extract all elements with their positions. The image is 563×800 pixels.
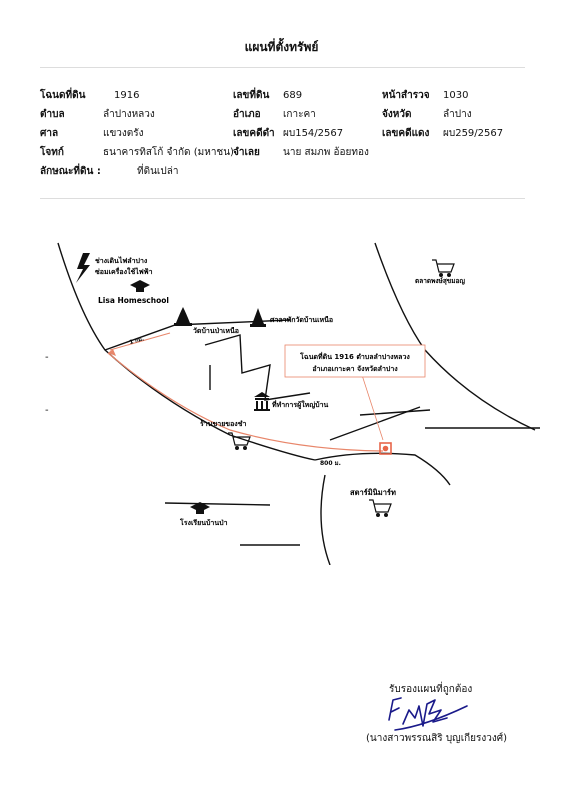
lightning-icon — [76, 253, 90, 283]
road-zigzag — [204, 334, 311, 401]
distance-800m: 800 ม. — [320, 460, 341, 467]
land-no-label: เลขที่ดิน — [233, 90, 270, 101]
school-label: โรงเรียนบ้านป่า — [179, 518, 228, 527]
electrician-line2: ซ่อมเครื่องใช้ไฟฟ้า — [95, 266, 153, 276]
road-short-east — [359, 409, 431, 416]
graduation-cap-icon — [130, 280, 150, 292]
margin-mark: - — [45, 405, 49, 416]
office-building-icon — [254, 392, 270, 411]
temple-north-label: วัดบ้านป่าเหนือ — [193, 326, 239, 335]
mart-top-label: ตลาดพงษ์สุขมอญ — [415, 277, 465, 285]
land-type-value: ที่ดินเปล่า — [137, 166, 179, 177]
target-marker — [379, 442, 392, 455]
survey-value: 1030 — [443, 90, 469, 101]
deed-label: โฉนดที่ดิน — [40, 90, 86, 101]
plaintiff-value: ธนาคารทิสโก้ จำกัด (มหาชน) — [103, 147, 234, 158]
graduation-cap-icon — [190, 502, 210, 514]
route-arrow — [108, 349, 116, 356]
headman-office-label: ที่ทำการผู้ใหญ่บ้าน — [272, 399, 329, 410]
cart-icon — [432, 259, 455, 277]
homeschool-label: Lisa Homeschool — [98, 296, 169, 305]
top-divider — [40, 67, 525, 68]
road-diagonal — [329, 406, 421, 441]
deed-value: 1916 — [114, 90, 140, 101]
defendant-label: จำเลย — [233, 147, 260, 158]
road-school — [164, 502, 271, 506]
land-no-value: 689 — [283, 90, 303, 101]
defendant-value: นาย สมภพ อ้อยทอง — [283, 147, 369, 158]
red-case-value: ผบ259/2567 — [443, 128, 504, 139]
tambon-value: ลำปางหลวง — [103, 109, 155, 120]
road-south-curve — [320, 474, 331, 565]
margin-mark: - — [45, 352, 49, 363]
cart-icon — [228, 432, 251, 451]
plaintiff-label: โจทก์ — [40, 147, 64, 158]
route-branch — [109, 332, 171, 351]
province-label: จังหวัด — [382, 109, 412, 120]
survey-label: หน้าสำรวจ — [382, 90, 430, 101]
land-type-label: ลักษณะที่ดิน : — [40, 166, 101, 177]
target-callout-line2: อำเภอเกาะคา จังหวัดลำปาง — [312, 365, 398, 373]
province-value: ลำปาง — [443, 109, 472, 120]
certify-text: รับรองแผนที่ถูกต้อง — [389, 684, 473, 695]
temple-icon — [174, 307, 192, 326]
tambon-label: ตำบล — [40, 109, 65, 120]
info-divider — [40, 198, 525, 199]
black-case-label: เลขคดีดำ — [233, 128, 275, 139]
road-east — [314, 452, 451, 486]
shrine-label: ศาลาพักวัดบ้านเหนือ — [270, 315, 333, 324]
court-label: ศาล — [40, 128, 59, 139]
red-case-label: เลขคดีแดง — [382, 128, 430, 139]
location-map: โฉนดที่ดิน 1916 ตำบลลำปางหลวง อำเภอเกาะค… — [57, 242, 540, 565]
road-east-curve — [374, 242, 536, 431]
distance-1km: 1 กม. — [129, 335, 145, 346]
target-callout-box — [284, 344, 426, 378]
signer-name: (นางสาวพรรณสิริ บุญเกียรงวงศ์) — [366, 733, 508, 744]
page-title: แผนที่ตั้งทรัพย์ — [244, 40, 319, 54]
court-value: แขวงตรัง — [103, 128, 144, 139]
signature-image — [388, 697, 468, 731]
grocery-label: ร้านขายของชำ — [200, 419, 246, 428]
route-line — [107, 352, 384, 452]
road-main-curve — [57, 242, 316, 461]
shrine-icon — [250, 308, 266, 327]
target-callout-line1: โฉนดที่ดิน 1916 ตำบลลำปางหลวง — [299, 351, 410, 361]
black-case-value: ผบ154/2567 — [283, 128, 344, 139]
amphoe-label: อำเภอ — [233, 109, 261, 120]
amphoe-value: เกาะคา — [283, 109, 316, 120]
cart-icon — [369, 499, 392, 518]
star-mart-label: สตาร์มินิมาร์ท — [350, 488, 396, 497]
callout-leader — [361, 374, 384, 441]
electrician-line1: ช่างเดินไฟลำปาง — [95, 256, 148, 265]
